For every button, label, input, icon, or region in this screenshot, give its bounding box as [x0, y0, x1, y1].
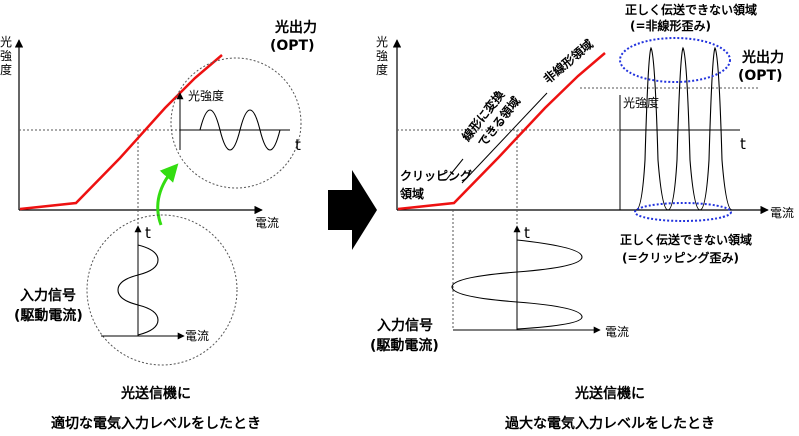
left-green-arrow	[156, 163, 179, 226]
right-y-label-1: 光	[376, 35, 388, 49]
left-output-label: 光出力	[274, 19, 317, 36]
right-linear-leader	[461, 92, 548, 184]
right-caption-line2: 過大な電気入力レベルをしたとき	[504, 415, 715, 432]
right-diagram	[392, 37, 769, 334]
left-input-label: 入力信号	[20, 287, 76, 304]
right-bottom-bad-label-1: 正しく伝送できない領域	[620, 232, 752, 247]
left-inset-label: 光強度	[188, 88, 224, 103]
right-nonlinear-label: 非線形領域	[540, 36, 596, 86]
right-output-sub: (OPT)	[738, 68, 783, 84]
right-input-t: t	[524, 224, 530, 242]
right-characteristic-curve	[397, 52, 606, 211]
right-output-wave	[632, 46, 733, 211]
left-y-label-1: 光	[0, 35, 12, 49]
left-output-wave	[199, 109, 281, 151]
right-bottom-distortion-ellipse	[634, 202, 732, 222]
left-caption-line1: 光送信機に	[120, 385, 191, 402]
right-bottom-bad-label-2: (=クリッピング歪み)	[622, 250, 739, 265]
right-inner-label: 光強度	[623, 95, 659, 110]
right-x-axis-label: 電流	[770, 206, 794, 220]
right-clipping-leader	[445, 158, 464, 181]
right-top-distortion-ellipse	[619, 37, 731, 83]
left-y-label-3: 度	[0, 62, 12, 77]
right-input-wave	[451, 239, 583, 330]
right-top-bad-label-1: 正しく伝送できない領域	[625, 2, 757, 17]
right-clipping-label-2: 領域	[399, 186, 424, 201]
left-output-sub: (OPT)	[270, 38, 315, 54]
right-y-label-3: 度	[376, 62, 388, 77]
left-input-x-label: 電流	[185, 329, 209, 343]
right-input-x-label: 電流	[605, 325, 629, 339]
right-y-label-2: 強	[376, 49, 388, 63]
right-top-bad-label-2: (=非線形歪み)	[630, 18, 711, 33]
right-arrow-icon	[328, 170, 377, 250]
left-output-circle	[170, 57, 302, 189]
right-input-sub: (駆動電流)	[370, 337, 439, 354]
right-clipping-label-1: クリッピング	[400, 168, 472, 183]
right-output-label: 光出力	[741, 49, 784, 66]
right-output-t: t	[740, 135, 746, 153]
left-characteristic-curve	[19, 54, 223, 211]
left-x-axis-label: 電流	[255, 216, 279, 230]
left-y-label-2: 強	[0, 49, 12, 63]
left-input-t: t	[145, 224, 151, 242]
left-caption-line2: 適切な電気入力レベルをしたとき	[51, 415, 261, 432]
right-caption-line1: 光送信機に	[574, 385, 645, 402]
left-input-circle	[86, 214, 238, 366]
left-diagram	[14, 39, 302, 366]
right-input-label: 入力信号	[377, 317, 433, 334]
left-input-wave	[117, 244, 159, 336]
left-input-sub: (駆動電流)	[14, 307, 83, 324]
left-inset-t: t	[295, 136, 301, 154]
